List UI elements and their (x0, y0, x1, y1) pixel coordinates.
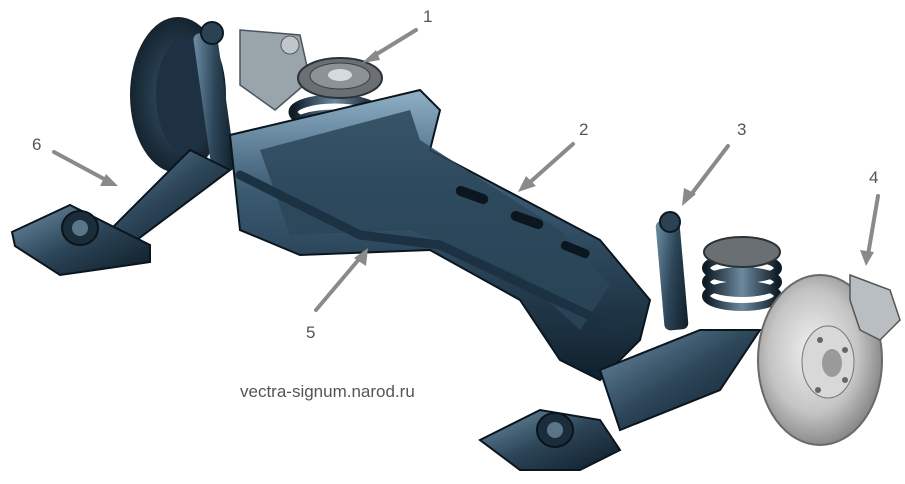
callout-label-1: 1 (423, 7, 433, 26)
left-trailing-arm (10, 148, 232, 277)
callout-arrow-4 (860, 194, 880, 266)
left-shock-absorber (193, 21, 236, 173)
right-upper-spring-seat (703, 236, 781, 268)
callout-label-3: 3 (737, 120, 747, 139)
left-knuckle (239, 29, 311, 111)
upper-spring-seat (297, 57, 383, 99)
callout-label-4: 4 (869, 168, 879, 187)
stabilizer-bar (235, 170, 625, 335)
callout-arrow-3 (682, 144, 730, 206)
callout-label-6: 6 (32, 135, 42, 154)
brake-disc (757, 274, 883, 446)
callout-arrow-1 (362, 28, 418, 63)
right-shock-absorber (655, 211, 689, 331)
callout-label-5: 5 (306, 323, 316, 342)
callout-arrow-5 (314, 248, 368, 312)
callout-arrows (52, 28, 880, 312)
brake-caliper (849, 273, 901, 341)
callout-arrow-2 (518, 142, 575, 192)
rear-axle-beam (228, 88, 652, 382)
right-trailing-arm (478, 329, 762, 471)
callout-label-2: 2 (579, 120, 589, 139)
watermark-text: vectra-signum.narod.ru (240, 382, 415, 401)
callout-arrow-6 (52, 150, 118, 186)
